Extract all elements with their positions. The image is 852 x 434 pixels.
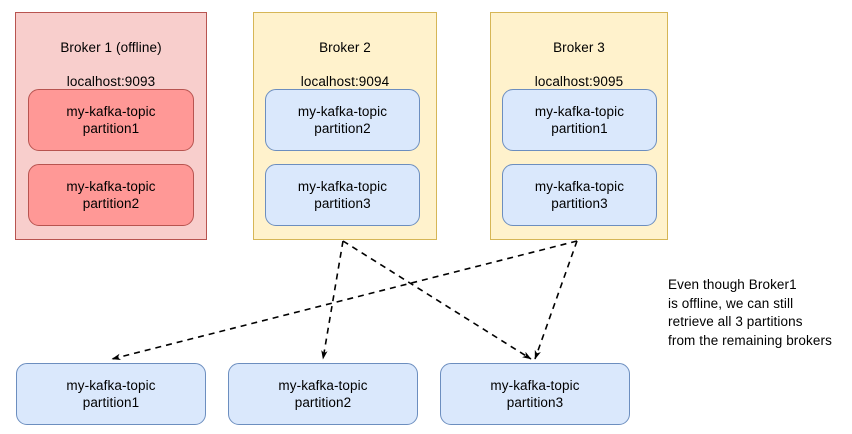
partition-b3-p3-index: partition3 xyxy=(551,196,608,211)
arrow-broker3-to-partition3 xyxy=(534,240,578,360)
result-partition3-topic: my-kafka-topic xyxy=(490,378,580,393)
broker-2-address: localhost:9094 xyxy=(300,74,390,89)
partition-b2-p2-topic: my-kafka-topic xyxy=(297,104,388,119)
partition-b3-p3[interactable]: my-kafka-topic partition3 xyxy=(502,164,657,226)
partition-b3-p1[interactable]: my-kafka-topic partition1 xyxy=(502,89,657,151)
annotation-text: Even though Broker1 is offline, we can s… xyxy=(668,277,832,348)
partition-b2-p3-topic: my-kafka-topic xyxy=(297,179,388,194)
result-partition2-topic: my-kafka-topic xyxy=(278,378,368,393)
partition-b2-p3-index: partition3 xyxy=(314,196,371,211)
partition-b1-p2-topic: my-kafka-topic xyxy=(66,179,156,194)
broker-2-name: Broker 2 xyxy=(319,40,371,55)
arrow-broker2-to-partition2 xyxy=(321,240,344,360)
result-box-partition2[interactable]: my-kafka-topic partition2 xyxy=(228,363,418,425)
broker-3-address: localhost:9095 xyxy=(534,74,624,89)
partition-b1-p1[interactable]: my-kafka-topic partition1 xyxy=(28,89,194,151)
result-box-partition1[interactable]: my-kafka-topic partition1 xyxy=(16,363,206,425)
partition-b3-p3-topic: my-kafka-topic xyxy=(534,179,625,194)
partition-b2-p3[interactable]: my-kafka-topic partition3 xyxy=(265,164,420,226)
result-partition3-index: partition3 xyxy=(506,395,564,410)
partition-b2-p2-index: partition2 xyxy=(314,121,371,136)
result-partition1-index: partition1 xyxy=(82,395,140,410)
broker-1-title: Broker 1 (offline) localhost:9093 xyxy=(60,22,161,90)
arrow-broker2-to-partition3 xyxy=(342,240,532,360)
broker-1-address: localhost:9093 xyxy=(66,74,156,89)
result-box-partition3[interactable]: my-kafka-topic partition3 xyxy=(440,363,630,425)
partition-b3-p1-topic: my-kafka-topic xyxy=(534,104,625,119)
result-partition1-topic: my-kafka-topic xyxy=(66,378,156,393)
broker-3-name: Broker 3 xyxy=(553,40,605,55)
result-partition2-index: partition2 xyxy=(294,395,352,410)
broker-1-name: Broker 1 (offline) xyxy=(60,40,162,55)
partition-b1-p2[interactable]: my-kafka-topic partition2 xyxy=(28,164,194,226)
partition-b1-p2-index: partition2 xyxy=(82,196,140,211)
partition-b1-p1-topic: my-kafka-topic xyxy=(66,104,156,119)
partition-b2-p2[interactable]: my-kafka-topic partition2 xyxy=(265,89,420,151)
arrow-broker3-to-partition1 xyxy=(111,240,578,361)
partition-b3-p1-index: partition1 xyxy=(551,121,608,136)
broker-3-title: Broker 3 localhost:9095 xyxy=(535,22,623,90)
broker-2-title: Broker 2 localhost:9094 xyxy=(301,22,389,90)
partition-b1-p1-index: partition1 xyxy=(82,121,140,136)
